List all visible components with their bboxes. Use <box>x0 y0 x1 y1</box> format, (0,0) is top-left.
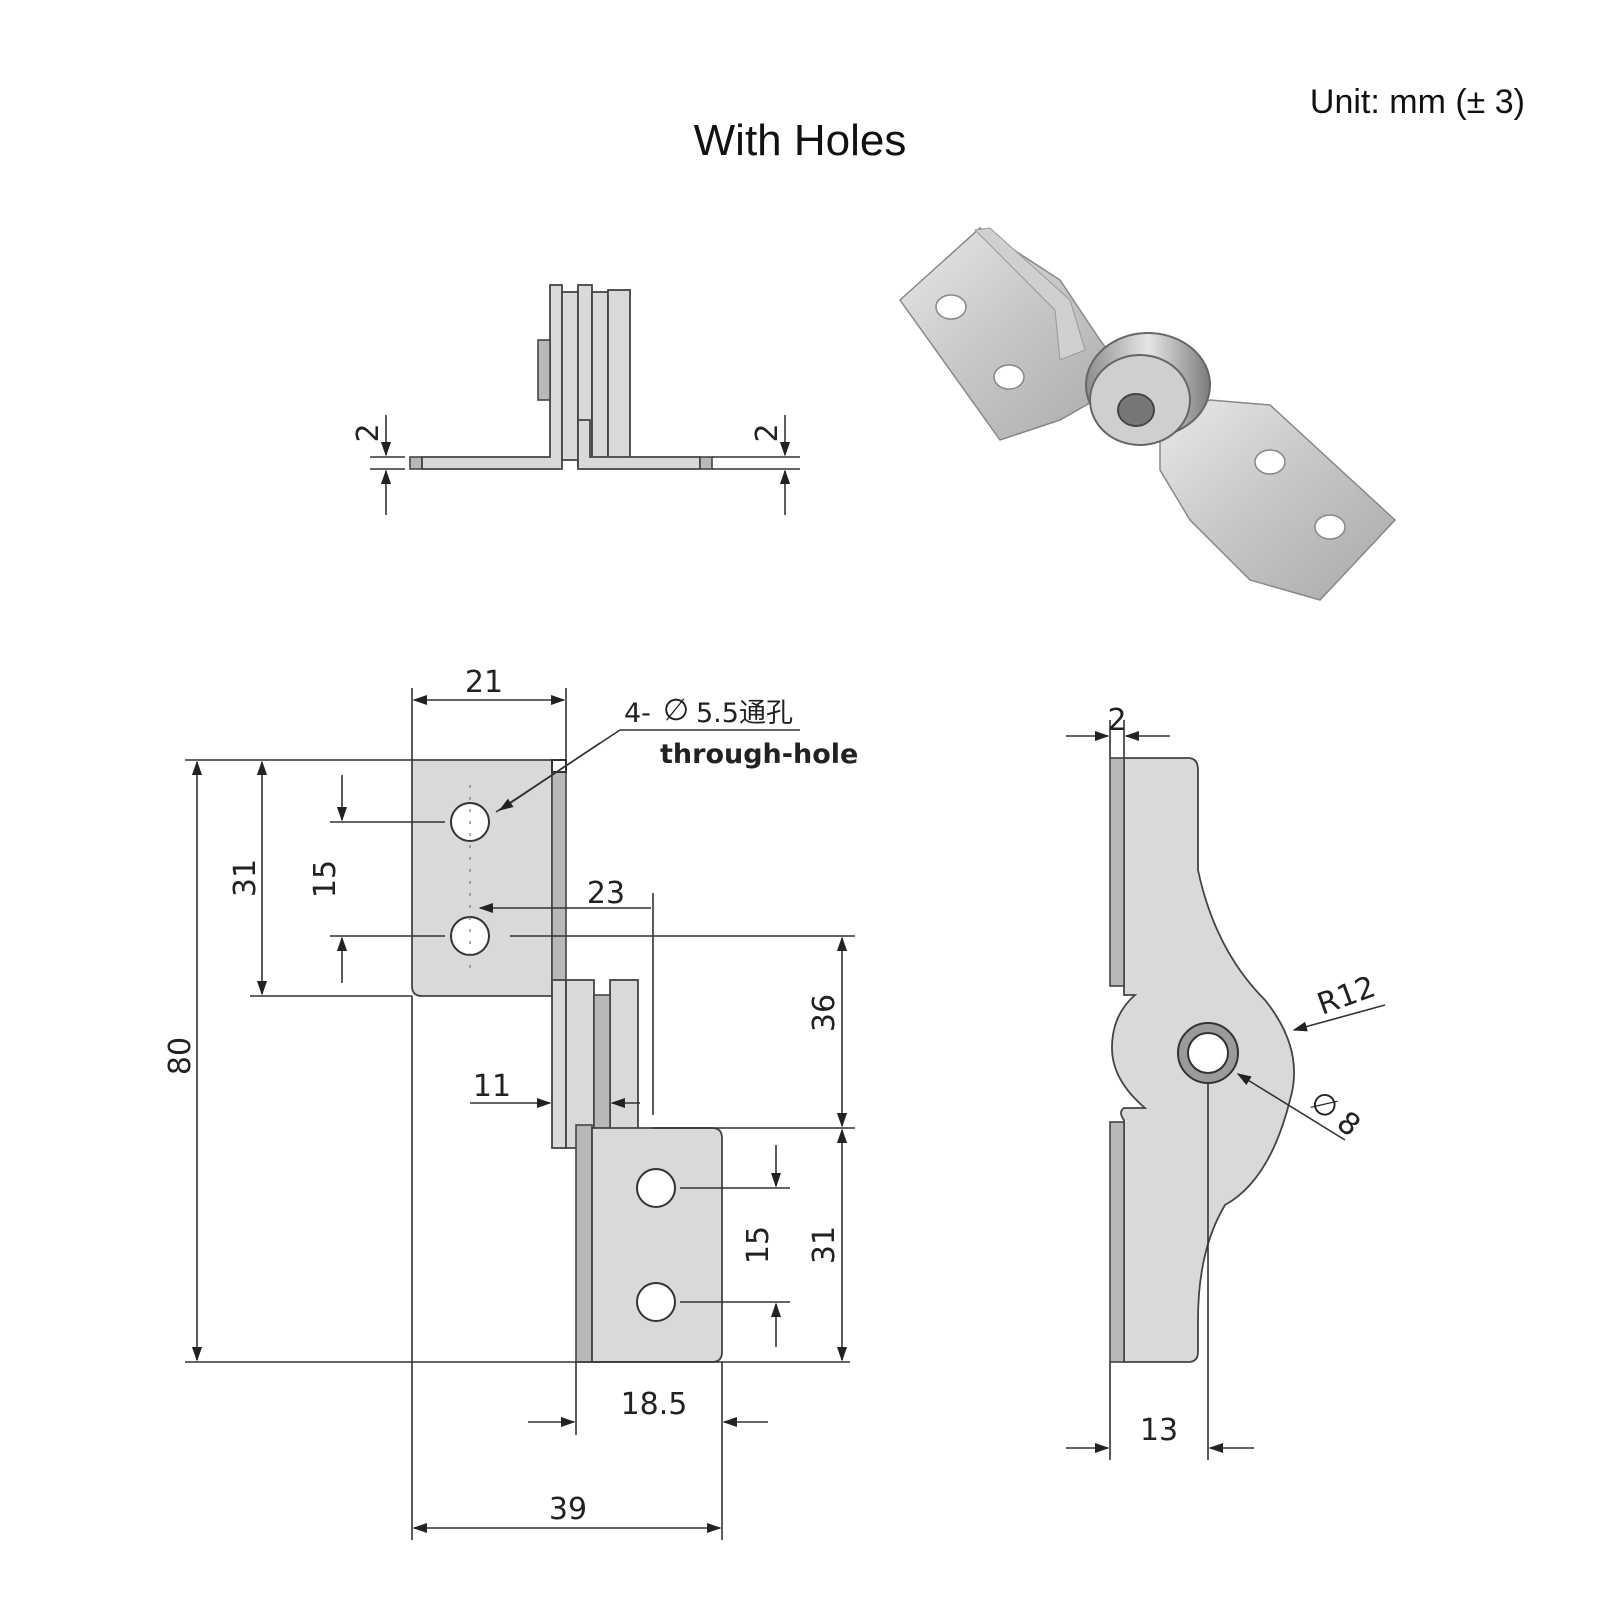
lower-hole-2 <box>636 1282 676 1322</box>
knuckle-washer-right <box>591 291 609 461</box>
photo-hole-3 <box>1254 449 1286 475</box>
hole-callout-spec: 5.5通孔 <box>696 698 793 729</box>
knuckle-pin <box>593 994 611 1134</box>
photo-pin-hole <box>1117 393 1155 427</box>
photo-lower-leaf <box>1159 399 1397 601</box>
knuckle-ring-1 <box>551 979 567 1149</box>
knuckle-ring-3 <box>609 979 639 1149</box>
side-lower-flange <box>1109 1121 1125 1363</box>
photo-hole-4 <box>1314 514 1346 540</box>
left-flange-tip <box>409 456 423 470</box>
knuckle-ring-2 <box>565 979 595 1149</box>
dim-overall-height: 80 <box>163 1037 198 1075</box>
upper-hole-2 <box>450 916 490 956</box>
right-flange <box>577 419 701 470</box>
dim-lower-leaf-width: 18.5 <box>621 1387 688 1422</box>
lower-leaf <box>591 1127 723 1363</box>
dim-lower-hole-pitch: 15 <box>741 1226 776 1264</box>
hole-callout-note: through-hole <box>660 739 858 770</box>
dim-overall-width: 39 <box>549 1492 587 1527</box>
right-flange-tip <box>699 456 713 470</box>
drawing-title: With Holes <box>694 116 907 165</box>
photo-hole-1 <box>935 294 967 320</box>
hole-callout-count: 4- <box>624 698 651 729</box>
front-view: 21 4- ∅ 5.5通孔 through-hole 31 15 80 23 <box>163 665 858 1540</box>
dim-pivot-to-lower-leaf: 36 <box>807 994 842 1032</box>
side-view: 2 R12 ∅ 8 13 <box>1066 703 1386 1460</box>
diameter-symbol: ∅ <box>663 693 689 728</box>
dim-lower-leaf-height: 31 <box>807 1226 842 1264</box>
top-view: 2 2 <box>351 284 800 515</box>
knuckle-cap <box>607 289 631 461</box>
lower-leaf-edge <box>575 1124 593 1363</box>
dim-offset: 23 <box>587 876 625 911</box>
pin-hole <box>1187 1032 1229 1074</box>
dim-side-depth: 13 <box>1140 1413 1178 1448</box>
dim-thickness-right: 2 <box>750 423 785 442</box>
unit-label: Unit: mm (± 3) <box>1310 83 1525 121</box>
photo-bend <box>973 227 1086 361</box>
dim-upper-hole-pitch: 15 <box>308 860 343 898</box>
knuckle-washer-left <box>561 291 579 461</box>
dim-side-thickness: 2 <box>1107 703 1126 738</box>
photo-hole-2 <box>993 364 1025 390</box>
dim-upper-leaf-height: 31 <box>228 859 263 897</box>
dim-upper-width: 21 <box>465 665 503 700</box>
dim-thickness-left: 2 <box>351 423 386 442</box>
knuckle-boss <box>537 339 551 401</box>
dim-knuckle: 11 <box>473 1069 511 1104</box>
lower-hole-1 <box>636 1168 676 1208</box>
upper-leaf <box>411 759 553 997</box>
dim-radius: R12 <box>1313 969 1380 1022</box>
upper-leaf-edge <box>551 759 567 997</box>
left-flange <box>421 284 563 470</box>
side-upper-flange <box>1109 757 1125 987</box>
hinge-photo <box>899 227 1397 601</box>
